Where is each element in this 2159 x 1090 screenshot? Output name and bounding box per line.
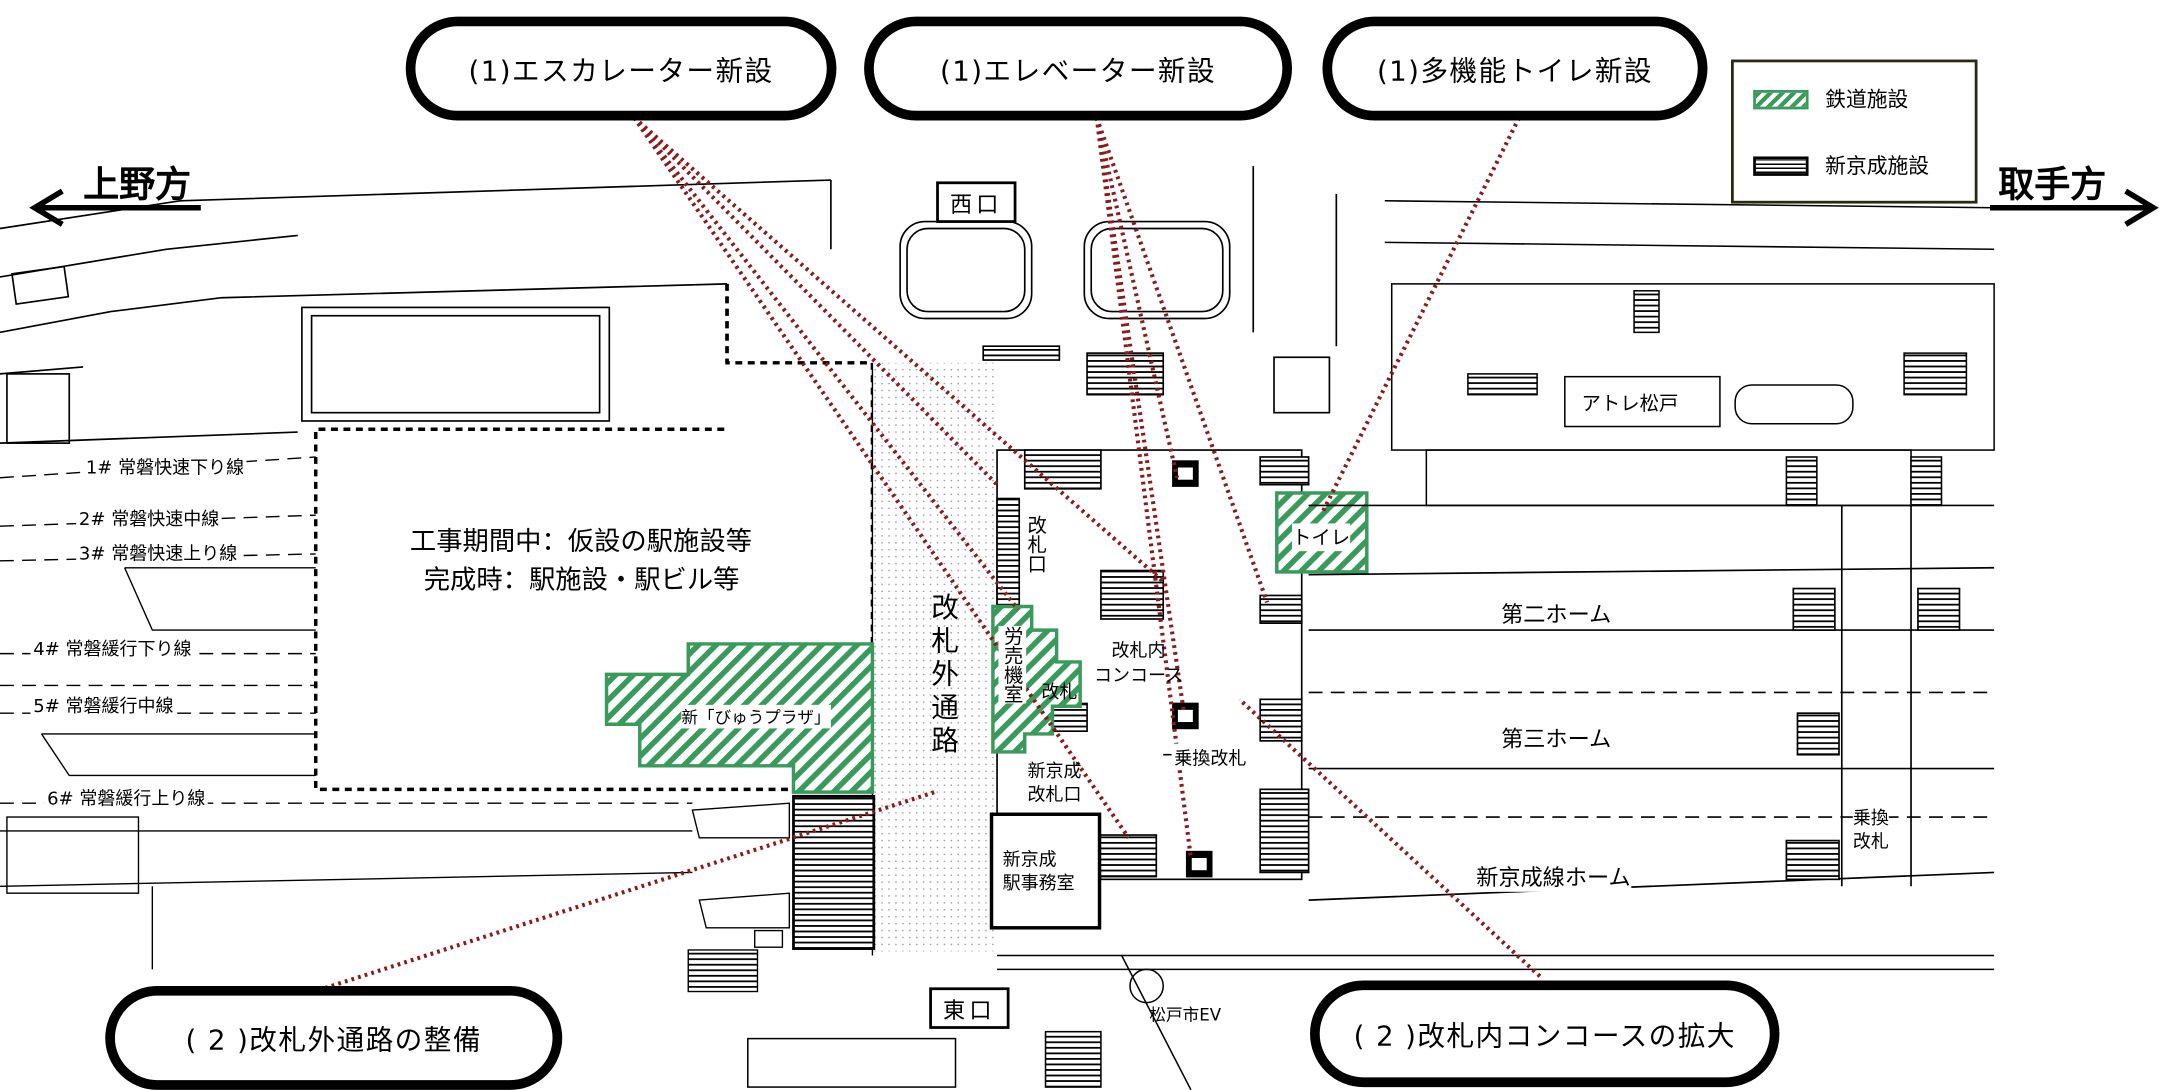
keisei-home-label: 新京成線ホーム: [1476, 858, 1631, 892]
legend-keisei-label: 新京成施設: [1825, 153, 1930, 179]
keisei-gate-label: 新京成 改札口: [1027, 761, 1082, 806]
passage-label: 改札外通路: [926, 592, 960, 759]
right-building: [1384, 200, 1995, 507]
concourse-label: 改札内 コンコース: [1093, 641, 1184, 687]
legend-railway: 鉄道施設: [1753, 84, 1908, 113]
arrow-right-icon: [1989, 188, 2159, 227]
city-ev-label: 松戸市EV: [1149, 1005, 1222, 1025]
track-label: 2# 常磐快速中線: [76, 504, 222, 531]
west-exit-label: 西口: [936, 181, 1017, 223]
platforms: [1308, 504, 1995, 901]
outside-passage: [872, 362, 998, 952]
callout-escalator: (1)エスカレーター新設: [405, 16, 837, 121]
transfer-gate-label: 乗換改札: [1174, 743, 1247, 770]
transfer-gate-right-label: 乗換 改札: [1852, 807, 1889, 855]
keisei-office-label: 新京成 駅事務室: [1002, 850, 1075, 895]
callout-elevator: (1)エレベーター新設: [864, 16, 1293, 121]
arrow-left-icon: [29, 188, 201, 227]
callout-passage: ( 2 )改札外通路の整備: [105, 985, 563, 1090]
track-label: 1# 常磐快速下り線: [83, 452, 247, 480]
construction-line2: 完成時：駅施設・駅ビル等: [423, 564, 740, 596]
direction-left-label: 上野方: [83, 164, 192, 207]
callout-toilet: (1)多機能トイレ新設: [1322, 16, 1708, 121]
toilet-label: トイレ: [1292, 523, 1351, 552]
atre-label: アトレ松戸: [1581, 393, 1679, 416]
legend: 鉄道施設 新京成施設: [1731, 59, 1978, 204]
office-label: 労売機室: [998, 625, 1027, 704]
home2-label: 第二ホーム: [1501, 601, 1612, 628]
railway-swatch-icon: [1753, 89, 1809, 109]
east-exit-label: 東口: [929, 987, 1010, 1029]
track-label: 6# 常磐緩行上り線: [44, 783, 209, 811]
track-label: 5# 常磐緩行中線: [30, 691, 177, 718]
track-label: 4# 常磐緩行下り線: [30, 634, 195, 661]
keisei-office-block: [989, 812, 1102, 930]
upper-left-blocks: [0, 179, 831, 444]
leader-lines: [317, 116, 1542, 993]
central-building: [982, 345, 1310, 881]
lower-left-facilities: [0, 802, 791, 993]
west-plaza: [830, 166, 1338, 414]
keisei-swatch-icon: [1753, 155, 1809, 176]
gate-label: 改札口: [1024, 515, 1047, 574]
track-label: 3# 常磐快速上り線: [76, 538, 240, 565]
gate2-label: 改札: [1041, 682, 1078, 704]
home3-label: 第三ホーム: [1501, 725, 1612, 752]
callout-concourse: ( 2 )改札内コンコースの拡大: [1310, 980, 1780, 1088]
viewplaza-label: 新「びゅうプラザ」: [681, 704, 831, 729]
construction-line1: 工事期間中：仮設の駅施設等: [409, 526, 752, 557]
legend-railway-label: 鉄道施設: [1825, 87, 1909, 113]
legend-keisei: 新京成施設: [1753, 151, 1929, 180]
direction-right-label: 取手方: [1998, 164, 2107, 207]
